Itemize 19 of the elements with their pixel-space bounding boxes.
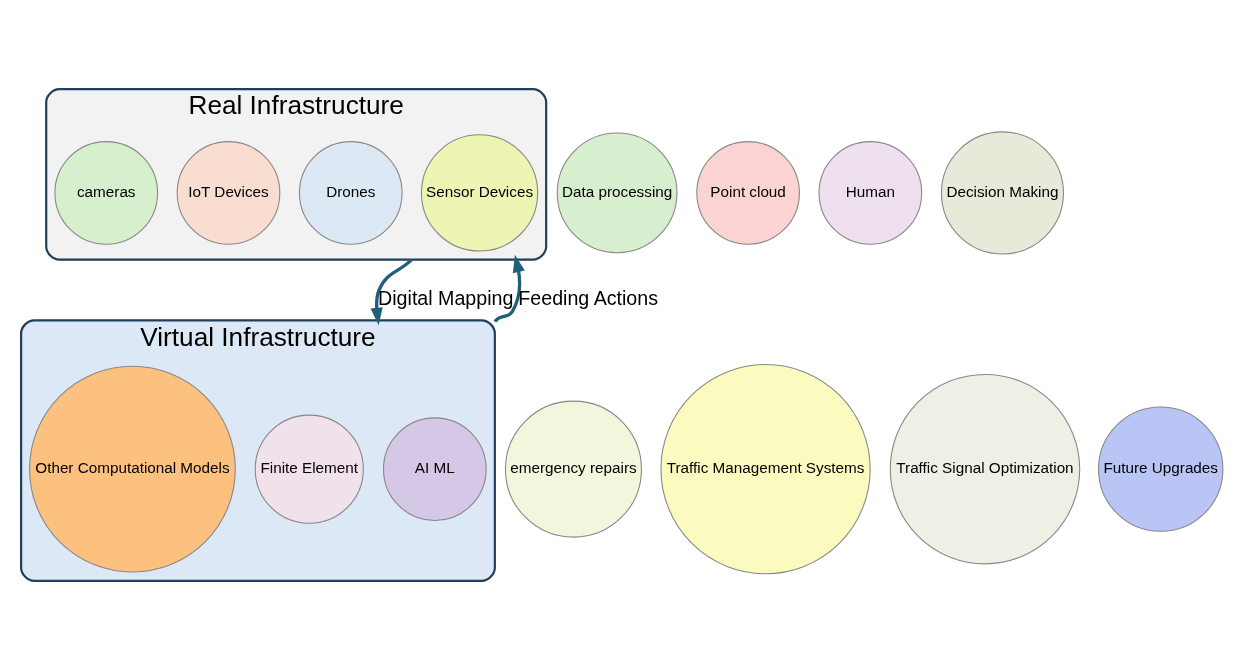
node-circle: Human (818, 141, 923, 245)
node-circle: Data processing (556, 132, 678, 254)
edge-label: Feeding Actions (518, 287, 659, 310)
node-circle: Sensor Devices (420, 134, 539, 252)
node-circle: Future Upgrades (1098, 406, 1224, 532)
node-circle: Decision Making (940, 131, 1064, 255)
arrow (370, 258, 413, 326)
node-circle: AI ML (382, 417, 487, 521)
arrow (493, 254, 525, 323)
node-circle: Finite Element (254, 414, 364, 524)
node-circle: IoT Devices (176, 141, 281, 245)
node-circle: Traffic Management Systems (660, 364, 871, 575)
edge-label: Digital Mapping (378, 287, 514, 310)
node-circle: emergency repairs (504, 400, 642, 538)
node-circle: cameras (54, 141, 159, 245)
node-circle: Other Computational Models (29, 365, 236, 573)
node-circle: Traffic Signal Optimization (889, 373, 1081, 565)
node-circle: Point cloud (696, 141, 800, 245)
node-circle: Drones (298, 141, 403, 245)
